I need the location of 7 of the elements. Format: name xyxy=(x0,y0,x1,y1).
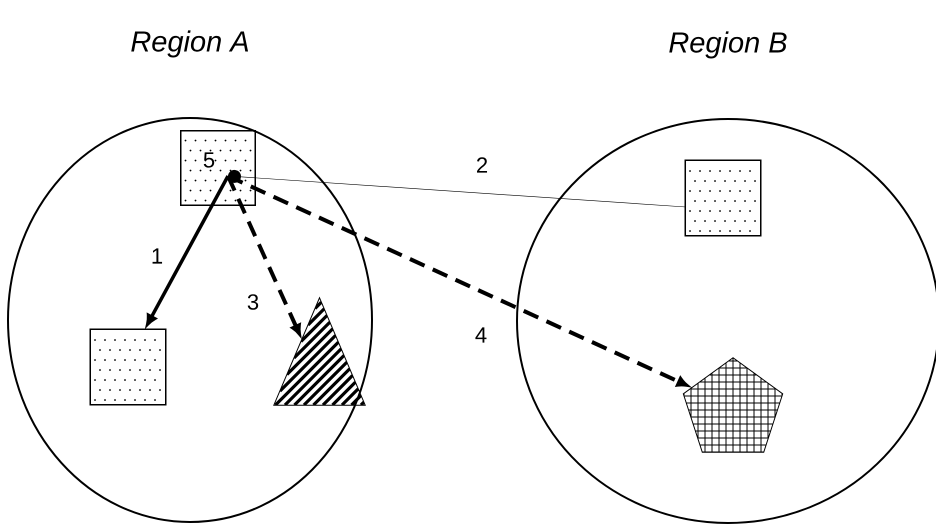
square xyxy=(90,328,166,406)
node-label: Region A xyxy=(131,30,248,58)
square: 5 xyxy=(180,130,256,206)
node-label: Region B xyxy=(669,31,787,58)
edge-label: 2 xyxy=(474,156,490,174)
square xyxy=(684,160,762,236)
pentagon xyxy=(682,357,784,453)
